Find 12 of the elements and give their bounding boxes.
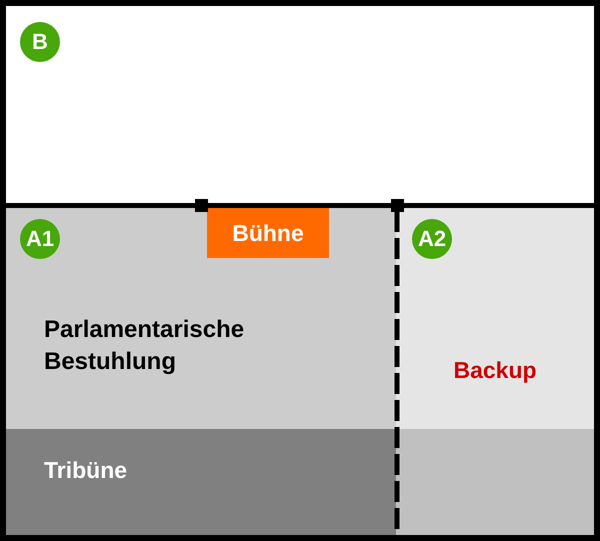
room-area <box>6 208 396 535</box>
stage-box <box>207 208 329 258</box>
seating-label: Parlamentarische Bestuhlung <box>44 315 246 377</box>
grandstand-label: Tribüne <box>44 456 128 485</box>
grandstand-band <box>6 429 396 535</box>
room-badge: A2 <box>412 219 452 259</box>
room-badge: B <box>20 22 60 62</box>
floor-band <box>396 429 594 535</box>
room-badge: A1 <box>20 219 60 259</box>
area-label: Backup <box>453 356 537 385</box>
stage-label: Bühne <box>232 219 304 248</box>
room-area <box>396 208 594 535</box>
